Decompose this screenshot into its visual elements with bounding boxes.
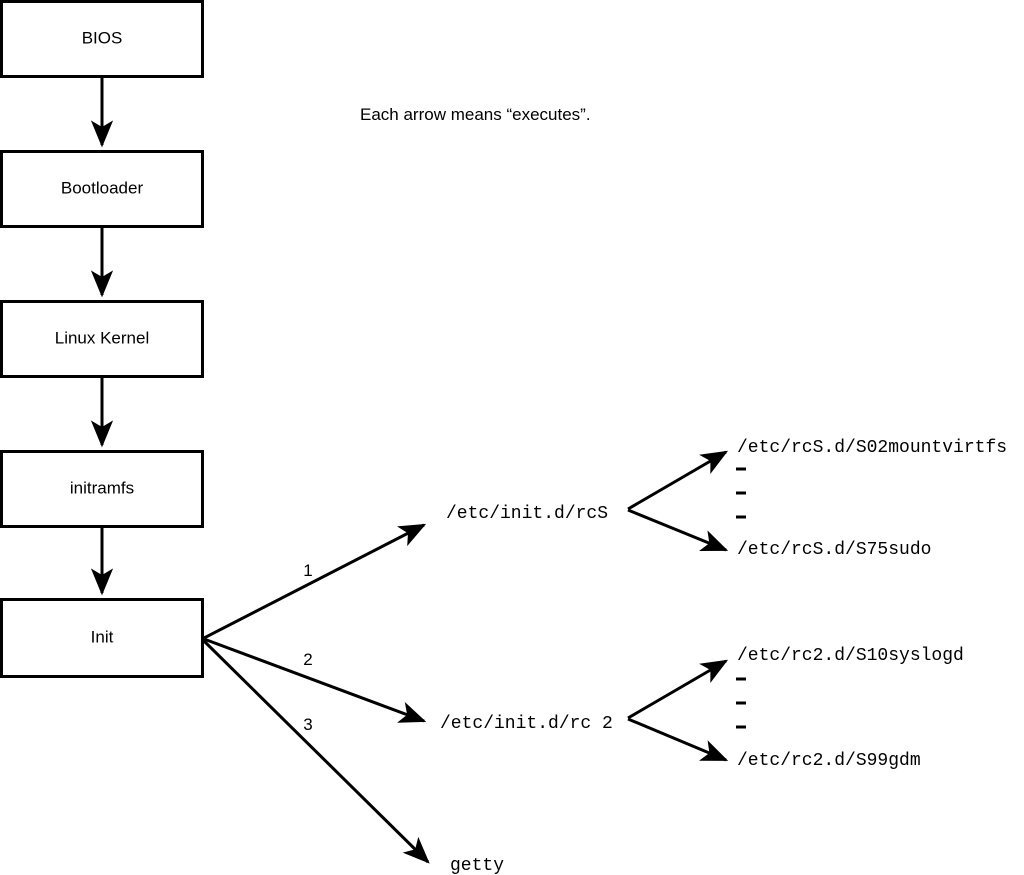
- rc2-target-label: /etc/init.d/rc 2: [440, 714, 613, 734]
- arrow-rcs-to-first-script: [627, 450, 729, 511]
- node-initramfs: initramfs: [0, 450, 204, 528]
- branch-number-1: 1: [303, 561, 312, 580]
- arrow-init-to-getty: [202, 639, 430, 864]
- getty-target-label: getty: [450, 856, 504, 875]
- arrow-init-to-rc2: [203, 637, 427, 723]
- rc2-first-script-label: /etc/rc2.d/S10syslogd: [737, 646, 964, 666]
- linux-kernel-label: Linux Kernel: [55, 328, 150, 347]
- linux-kernel-box: [0, 300, 204, 378]
- bios-label: BIOS: [82, 28, 123, 47]
- rcs-last-script-label: /etc/rcS.d/S75sudo: [737, 540, 931, 560]
- init-label: Init: [91, 627, 114, 646]
- rc2-subbranch-group: /etc/rc2.d/S10syslogd /etc/rc2.d/S99gdm: [627, 646, 964, 771]
- init-box: [0, 598, 204, 678]
- bootloader-label: Bootloader: [61, 178, 144, 197]
- rc2-last-script-label: /etc/rc2.d/S99gdm: [737, 751, 921, 771]
- initramfs-label: initramfs: [70, 478, 134, 497]
- node-linux-kernel: Linux Kernel: [0, 300, 204, 378]
- initramfs-box: [0, 450, 204, 528]
- branch-number-2: 2: [303, 650, 312, 669]
- node-bios: BIOS: [0, 0, 204, 78]
- rcs-target-label: /etc/init.d/rcS: [446, 504, 608, 524]
- branch-number-3: 3: [303, 715, 312, 734]
- arrow-init-to-rcs: [203, 523, 427, 640]
- arrow-rcs-to-last-script: [627, 508, 729, 552]
- bootloader-box: [0, 150, 204, 228]
- node-init: Init: [0, 598, 204, 678]
- branch-number-labels: 1 2 3: [303, 561, 312, 734]
- branch-target-labels: /etc/init.d/rcS /etc/init.d/rc 2 getty: [440, 504, 613, 875]
- bios-box: [0, 0, 204, 78]
- node-bootloader: Bootloader: [0, 150, 204, 228]
- rcs-first-script-label: /etc/rcS.d/S02mountvirtfs: [737, 438, 1007, 458]
- arrow-rc2-to-last-script: [627, 717, 729, 762]
- rcs-subbranch-group: /etc/rcS.d/S02mountvirtfs /etc/rcS.d/S75…: [627, 438, 1007, 560]
- diagram-caption: Each arrow means “executes”.: [360, 105, 591, 124]
- arrow-rc2-to-first-script: [627, 659, 729, 720]
- init-branch-arrows: [202, 523, 430, 864]
- boot-chain-group: BIOS Bootloader Linux Kernel initramfs I…: [0, 0, 204, 678]
